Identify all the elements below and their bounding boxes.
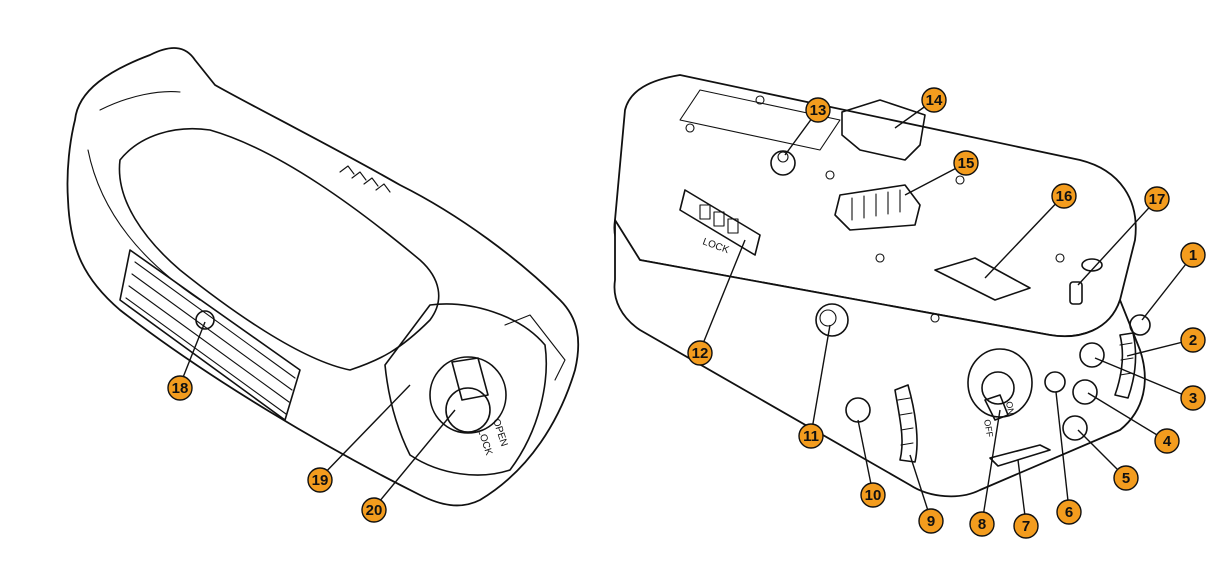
alignment-pin [1069,258,1103,305]
right-view-grip: LOCK [613,74,1151,498]
leader-lines [179,99,1194,525]
svg-text:12: 12 [692,345,709,362]
battery-contact-slot [989,444,1051,467]
af-on-button [1079,342,1105,368]
callout-17: 17 [1144,186,1170,212]
power-off-label: OFF [982,419,995,439]
svg-text:17: 17 [1149,191,1166,208]
top-rail-ribs [339,165,391,193]
callout-1: 1 [1180,242,1206,268]
callout-4: 4 [1154,428,1180,454]
callout-3: 3 [1180,385,1206,411]
callout-16: 16 [1051,183,1077,209]
callout-5: 5 [1113,465,1139,491]
svg-text:19: 19 [312,472,329,489]
side-vent-grille [119,249,301,421]
svg-text:1: 1 [1189,247,1197,264]
contact-bolt [770,150,796,176]
ae-lock-button [1072,379,1098,405]
info-button [1044,371,1066,393]
alignment-recess [934,257,1031,301]
svg-text:2: 2 [1189,332,1197,349]
svg-text:13: 13 [810,102,827,119]
callout-15: 15 [953,150,979,176]
svg-text:18: 18 [172,380,189,397]
callout-8: 8 [969,511,995,537]
power-on-label: ON [1004,401,1016,416]
callout-18: 18 [167,375,193,401]
door-lock-knob [429,356,507,434]
plate-screws [685,95,1065,323]
lock-switch [679,189,761,256]
sub-command-dial [894,384,918,463]
contact-cover [841,99,926,161]
callout-14: 14 [921,87,947,113]
power-switch [967,348,1033,421]
svg-text:10: 10 [865,487,882,504]
battery-door [384,303,566,476]
svg-text:4: 4 [1163,433,1172,450]
callout-7: 7 [1013,513,1039,539]
grip-attachment-screw [815,303,849,337]
svg-text:6: 6 [1065,504,1073,521]
shutter-release [1129,314,1151,336]
svg-text:11: 11 [803,428,819,445]
callout-11: 11 [798,423,824,449]
callout-13: 13 [805,97,831,123]
callout-10: 10 [860,482,886,508]
svg-text:15: 15 [958,155,975,172]
svg-text:16: 16 [1056,188,1073,205]
svg-text:5: 5 [1122,470,1130,487]
callout-9: 9 [918,508,944,534]
svg-text:8: 8 [978,516,986,533]
callout-6: 6 [1056,499,1082,525]
callout-19: 19 [307,467,333,493]
svg-text:9: 9 [927,513,935,530]
contact-pins [834,184,921,231]
left-view-grip: OPEN LOCK [66,47,580,507]
svg-text:14: 14 [926,92,943,109]
svg-text:3: 3 [1189,390,1197,407]
callout-2: 2 [1180,327,1206,353]
callout-20: 20 [361,497,387,523]
svg-text:20: 20 [366,502,383,519]
callout-badges: 18 19 20 1 2 3 4 5 6 7 8 9 10 11 12 13 1… [167,87,1206,539]
multi-selector [1062,415,1088,441]
callout-12: 12 [687,340,713,366]
svg-text:7: 7 [1022,518,1030,535]
